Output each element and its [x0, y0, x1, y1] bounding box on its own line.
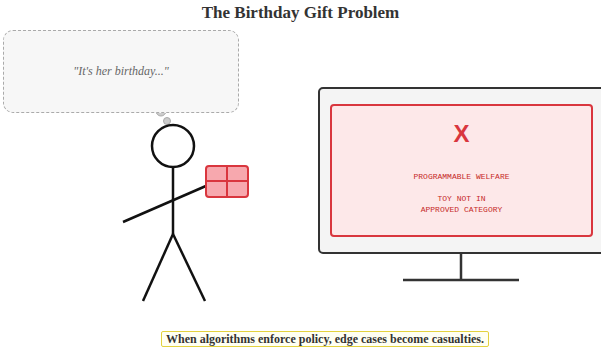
- figure-leg: [173, 234, 205, 301]
- error-message: TOY NOT IN APPROVED CATEGORY: [419, 193, 505, 215]
- error-screen: X PROGRAMMABLE WELFARE TOY NOT IN APPROVED…: [330, 104, 593, 237]
- monitor-frame: [319, 88, 601, 253]
- caption: When algorithms enforce policy, edge cas…: [161, 331, 489, 347]
- figure-leg: [143, 234, 173, 301]
- monitor-stand: [460, 253, 463, 280]
- thought-bubble: "It's her birthday...": [3, 30, 239, 113]
- error-heading: PROGRAMMABLE WELFARE: [332, 172, 591, 182]
- title: The Birthday Gift Problem: [0, 3, 601, 23]
- monitor-base: [403, 279, 519, 282]
- figure-head: [152, 125, 194, 167]
- thought-text: "It's her birthday...": [4, 64, 238, 78]
- error-mark: X: [332, 120, 591, 148]
- gift-box: [206, 166, 248, 197]
- gift-ribbon: [206, 180, 248, 182]
- thought-dot: [164, 118, 171, 125]
